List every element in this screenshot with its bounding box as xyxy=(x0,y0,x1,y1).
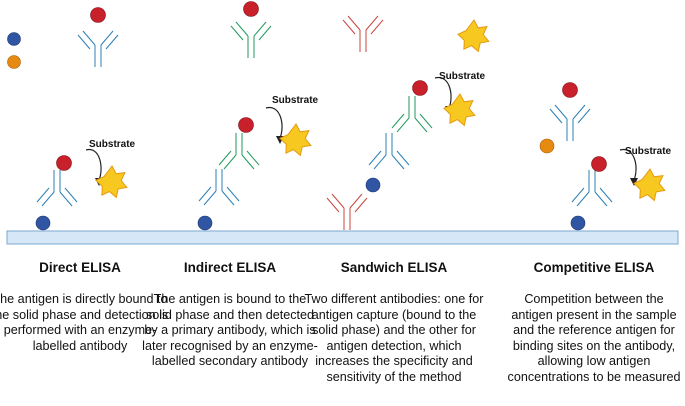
labelled-antibody-icon xyxy=(77,30,119,68)
antigen-icon xyxy=(197,215,213,231)
capture-antibody-icon xyxy=(326,193,368,231)
sandwich-elisa-column: Sandwich ELISA Two different antibodies:… xyxy=(304,260,484,386)
enzyme-tag-icon xyxy=(90,7,106,23)
competitive-elisa-description: Competition between the antigen present … xyxy=(507,292,681,384)
enzyme-tag-icon xyxy=(243,1,259,17)
substrate-label: Substrate xyxy=(439,71,486,82)
substrate-label: Substrate xyxy=(272,95,319,106)
enzyme-tag-icon xyxy=(412,80,428,96)
labelled-antibody-icon xyxy=(36,169,78,207)
indirect-elisa-description: The antigen is bound to the solid phase … xyxy=(142,292,318,369)
competitive-elisa-title: Competitive ELISA xyxy=(533,260,655,275)
indirect-elisa-column: Indirect ELISA The antigen is bound to t… xyxy=(140,260,320,370)
labelled-antibody-icon xyxy=(571,169,613,207)
substrate-label: Substrate xyxy=(625,146,672,157)
solid-phase-plate xyxy=(6,230,679,245)
direct-elisa-description: The antigen is directly bound to the sol… xyxy=(0,292,169,353)
antigen-icon xyxy=(365,177,381,193)
reaction-arrowhead xyxy=(630,178,638,186)
primary-antibody-icon xyxy=(198,168,240,206)
enzyme-tag-icon xyxy=(238,117,254,133)
reference-antigen-icon xyxy=(7,55,21,69)
antigen-icon xyxy=(7,32,21,46)
secondary-antibody-icon xyxy=(218,132,260,170)
reference-antigen-icon xyxy=(539,138,555,154)
substrate-star-icon xyxy=(443,93,476,126)
direct-elisa-column: Direct ELISA The antigen is directly bou… xyxy=(0,260,170,354)
enzyme-tag-icon xyxy=(56,155,72,171)
reaction-arrow xyxy=(265,107,283,139)
antigen-icon xyxy=(570,215,586,231)
enzyme-tag-icon xyxy=(591,156,607,172)
indirect-elisa-title: Indirect ELISA xyxy=(183,260,277,275)
substrate-label: Substrate xyxy=(89,139,136,150)
direct-elisa-title: Direct ELISA xyxy=(39,260,121,275)
reaction-arrow xyxy=(619,149,637,181)
competitive-elisa-column: Competitive ELISA Competition between th… xyxy=(504,260,684,386)
reaction-arrow xyxy=(434,77,452,109)
enzyme-tag-icon xyxy=(562,82,578,98)
secondary-antibody-icon xyxy=(391,95,433,133)
substrate-star-icon xyxy=(457,19,490,52)
substrate-star-icon xyxy=(279,123,312,156)
sandwich-elisa-title: Sandwich ELISA xyxy=(340,260,448,275)
antigen-icon xyxy=(35,215,51,231)
sandwich-elisa-description: Two different antibodies: one for antige… xyxy=(304,292,484,384)
reaction-arrow xyxy=(85,149,102,181)
detection-antibody-icon xyxy=(368,132,410,170)
substrate-star-icon xyxy=(633,168,666,201)
secondary-antibody-icon xyxy=(230,21,272,59)
capture-antibody-icon xyxy=(342,15,384,53)
antibody-icon xyxy=(549,104,591,142)
